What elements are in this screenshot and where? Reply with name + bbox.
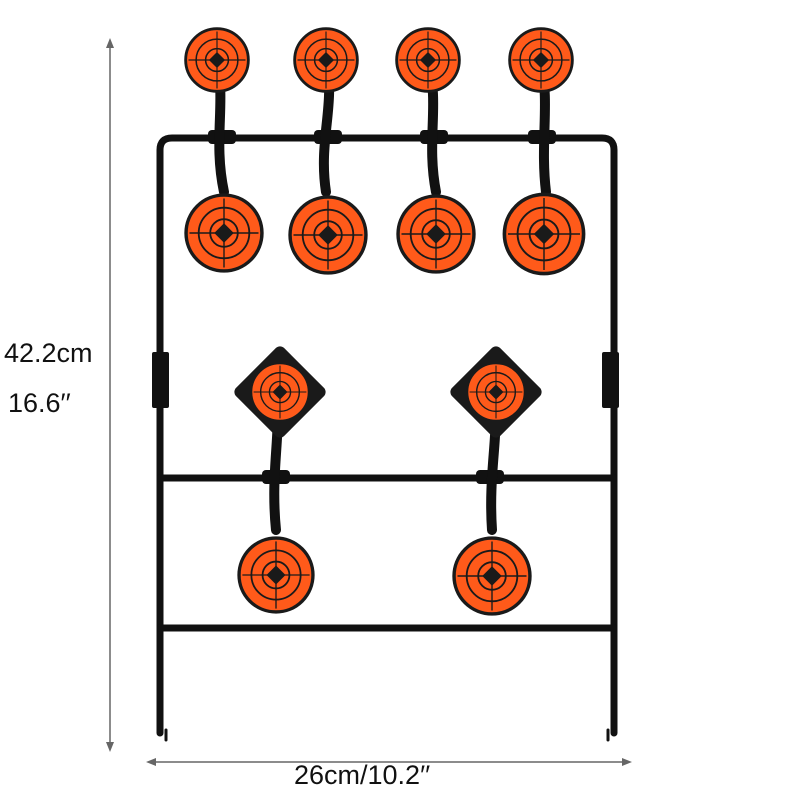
upper-small-targets xyxy=(184,27,574,93)
metal-frame xyxy=(156,134,618,742)
spinner-arms xyxy=(212,57,551,535)
height-cm-label: 42.2cm xyxy=(4,338,93,368)
width-label: 26cm/10.2′′ xyxy=(294,760,431,790)
lower-large-targets xyxy=(237,536,532,616)
height-dimension-line xyxy=(106,38,114,752)
width-dimension-line xyxy=(146,758,632,766)
upper-large-targets xyxy=(184,192,586,276)
diamond-targets xyxy=(249,361,527,423)
height-inch-label: 16.6′′ xyxy=(8,388,71,418)
